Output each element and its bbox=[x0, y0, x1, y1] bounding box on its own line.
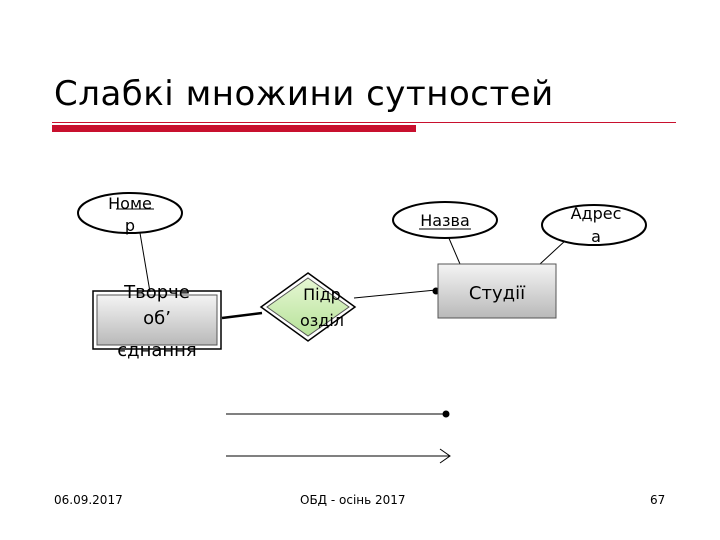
attribute-name: Назва bbox=[392, 201, 498, 239]
weak-entity-creative-association: Творче об’ єднання bbox=[92, 282, 222, 361]
attribute-address: Адрес а bbox=[541, 204, 647, 246]
arrow-open-head bbox=[226, 448, 451, 464]
attribute-name-label: Назва bbox=[420, 211, 470, 230]
line-relationship-to-strong-entity bbox=[353, 289, 437, 299]
title-underline-thin bbox=[52, 122, 676, 123]
attribute-number-label-line-1: Номе bbox=[108, 194, 152, 213]
attribute-address-label-line-2: а bbox=[591, 227, 601, 246]
line-number-to-weak-entity bbox=[139, 232, 151, 293]
title-underline-accent bbox=[52, 125, 416, 132]
footer-date: 06.09.2017 bbox=[54, 493, 123, 507]
footer-page-number: 67 bbox=[650, 493, 666, 507]
line-name-to-strong-entity bbox=[447, 235, 461, 265]
attribute-address-label-line-1: Адрес bbox=[571, 204, 622, 223]
line-address-to-strong-entity bbox=[539, 239, 567, 265]
entity-studios: Студії bbox=[437, 263, 557, 319]
weak-entity-label-line-3: єднання bbox=[117, 340, 197, 361]
line-weak-entity-to-relationship bbox=[221, 311, 263, 320]
relationship-label-line-2: озділ bbox=[300, 311, 344, 330]
entity-studios-label: Студії bbox=[469, 283, 526, 304]
arrow-round-head bbox=[226, 410, 450, 418]
identifying-relationship-subdivision: Підр озділ bbox=[259, 272, 357, 342]
attribute-number-label-line-2: р bbox=[125, 216, 135, 235]
relationship-label-line-1: Підр bbox=[303, 285, 341, 304]
weak-entity-label-line-1: Творче bbox=[123, 282, 190, 303]
weak-entity-label-line-2: об’ bbox=[143, 308, 171, 329]
attribute-number: Номе р bbox=[77, 192, 183, 235]
slide-title: Слабкі множини сутностей bbox=[54, 74, 554, 114]
footer-course: ОБД - осінь 2017 bbox=[300, 493, 406, 507]
